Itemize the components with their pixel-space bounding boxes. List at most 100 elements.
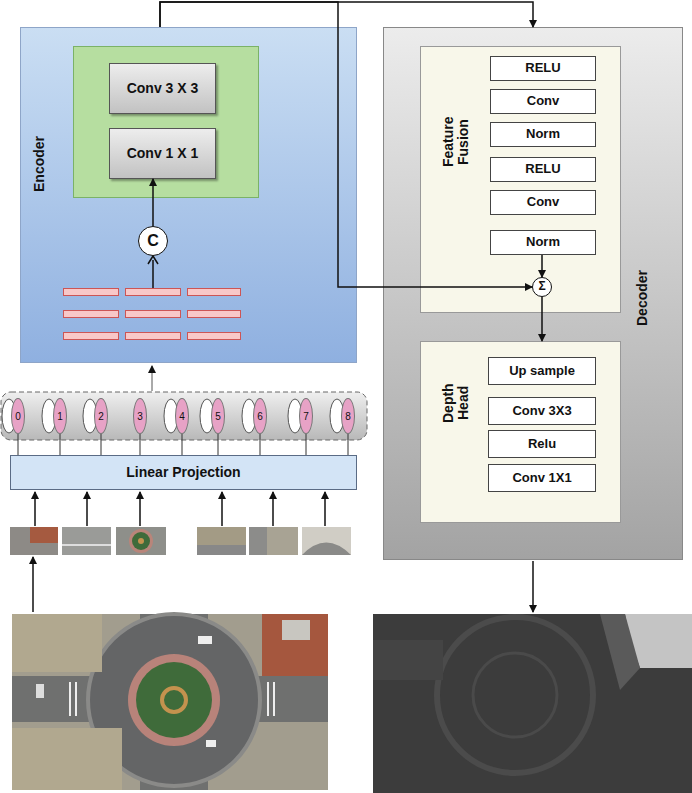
image-building xyxy=(282,620,310,640)
lead-line xyxy=(218,434,219,455)
node-label: RELU xyxy=(525,61,560,75)
feature-bar xyxy=(125,332,181,340)
lead-line xyxy=(140,434,141,455)
section-label: Encoder xyxy=(29,116,51,211)
decoder-box: DecoderFeature FusionRELUConvNormRELUCon… xyxy=(383,27,683,560)
layer-box: Conv xyxy=(490,89,596,114)
patch-detail xyxy=(132,532,150,550)
connector-arrow xyxy=(541,297,543,341)
node-label: Conv 1X1 xyxy=(512,471,571,485)
conv-box: Conv 3 X 3 xyxy=(109,63,216,114)
node-label: C xyxy=(147,232,159,250)
layer-box: RELU xyxy=(490,56,596,81)
patch-arrow xyxy=(139,492,141,526)
conv-box: Conv 1 X 1 xyxy=(109,128,216,179)
node-label: Up sample xyxy=(509,364,575,378)
node-label: Relu xyxy=(528,437,556,451)
patch-arrow xyxy=(324,492,326,526)
layer-box: Conv xyxy=(490,190,596,215)
node-label: 5 xyxy=(215,411,221,422)
node-label: Conv 1 X 1 xyxy=(127,146,199,161)
token-ellipse: 7 xyxy=(299,398,313,434)
depth-ring xyxy=(473,653,557,737)
image-background xyxy=(12,614,328,790)
patch-detail xyxy=(197,545,246,555)
depth-background xyxy=(373,614,692,793)
node-label: 3 xyxy=(137,411,143,422)
node-label: 2 xyxy=(98,411,104,422)
feature-bar xyxy=(187,288,241,296)
patch-detail xyxy=(302,543,351,556)
token-ellipse: 6 xyxy=(253,398,267,434)
token-band xyxy=(1,392,367,440)
crossing xyxy=(75,682,77,716)
bar-arrow xyxy=(143,254,163,290)
feature-bar xyxy=(63,310,119,318)
lead-line xyxy=(260,434,261,455)
image-car xyxy=(36,684,44,698)
feature-bar xyxy=(125,310,181,318)
section-label: Decoder xyxy=(632,243,654,353)
feature-bar xyxy=(187,310,241,318)
node-label: Σ xyxy=(538,280,545,293)
patch xyxy=(197,527,246,555)
image-patches xyxy=(10,527,351,555)
token-ellipse: 3 xyxy=(133,398,147,434)
lead-line xyxy=(182,434,183,455)
lead-line xyxy=(18,434,19,455)
patch xyxy=(62,527,111,555)
layer-box: RELU xyxy=(490,157,596,182)
patch-detail xyxy=(129,529,153,553)
token-ellipses xyxy=(2,399,344,433)
token-ellipse: 1 xyxy=(53,398,67,434)
layer-box: Relu xyxy=(488,430,596,458)
patch-arrow xyxy=(86,492,88,526)
image-car xyxy=(206,740,216,747)
layer-box: Norm xyxy=(490,122,596,147)
connector-arrow xyxy=(160,2,533,27)
projection-box: Linear Projection xyxy=(10,455,357,490)
sum-circle: Σ xyxy=(532,277,552,297)
patch-arrow xyxy=(221,492,223,526)
connector-arrow xyxy=(160,2,532,287)
concat-circle: C xyxy=(138,226,168,256)
depth-region xyxy=(600,614,640,690)
lead-line xyxy=(60,434,61,455)
image-grass xyxy=(136,662,212,738)
input-image xyxy=(12,614,328,790)
node-label: Conv xyxy=(527,94,560,108)
layer-box: Conv 1X1 xyxy=(488,464,596,492)
patch-arrow xyxy=(34,492,36,526)
encoder-box: Encoder Conv 3 X 3 Conv 1 X 1 C xyxy=(20,27,357,363)
connector-arrow xyxy=(152,179,154,226)
image-crossings xyxy=(70,682,274,716)
node-label: 6 xyxy=(257,411,263,422)
image-ring xyxy=(128,654,220,746)
patch xyxy=(10,527,58,555)
token-ellipse: 5 xyxy=(211,398,225,434)
output-arrow xyxy=(532,561,534,612)
node-label: 1 xyxy=(57,411,63,422)
token-ellipse: 2 xyxy=(94,398,108,434)
depth-head-box: Depth HeadUp sampleConv 3X3ReluConv 1X1 xyxy=(420,341,621,523)
image-car xyxy=(198,636,212,644)
lead-line xyxy=(101,434,102,455)
depth-ring xyxy=(437,617,593,773)
image-ornament xyxy=(162,688,186,712)
image-building xyxy=(262,614,328,676)
patch xyxy=(249,527,298,555)
image-sand xyxy=(12,728,122,790)
node-label: Linear Projection xyxy=(126,465,240,480)
layer-box: Up sample xyxy=(488,357,596,385)
feature-bar xyxy=(187,332,241,340)
feature-bar xyxy=(63,332,119,340)
feature-bar xyxy=(63,288,119,296)
token-ellipse: 0 xyxy=(11,398,25,434)
patch-detail xyxy=(30,527,58,543)
patch-detail xyxy=(138,538,144,544)
patch-detail xyxy=(62,544,111,546)
feature-bar xyxy=(125,288,181,296)
feature-fusion-box: Feature FusionRELUConvNormRELUConvNormΣ xyxy=(420,46,621,313)
layer-box: Conv 3X3 xyxy=(488,397,596,425)
